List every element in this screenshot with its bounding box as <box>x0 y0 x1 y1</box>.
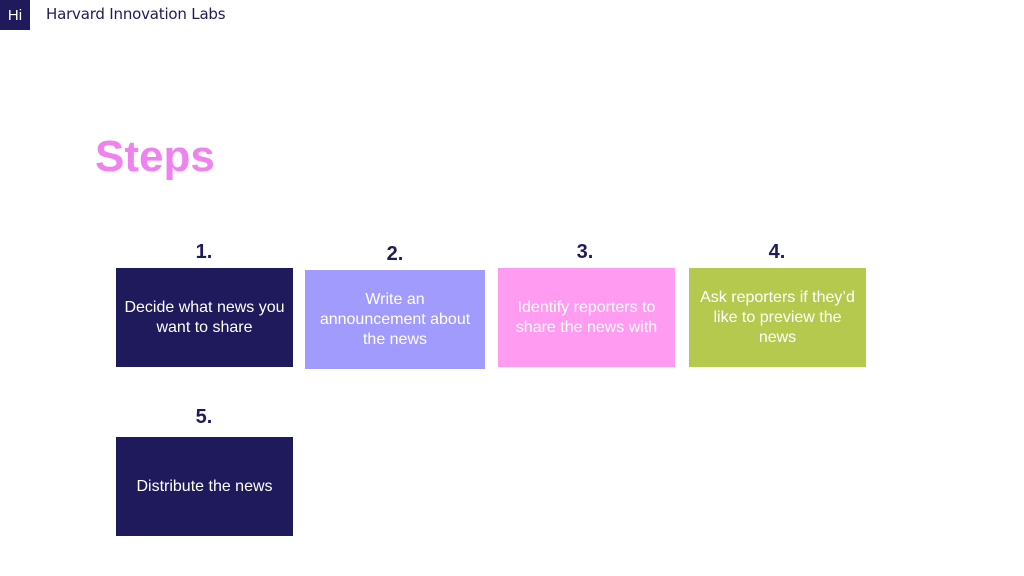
step-2-box: Write an announcement about the news <box>305 270 485 369</box>
step-1-number: 1. <box>195 241 213 263</box>
step-3-number: 3. <box>576 241 594 263</box>
page-title: Steps <box>95 132 215 181</box>
step-1-text: Decide what news you want to share <box>124 298 285 336</box>
step-2-number: 2. <box>386 243 404 265</box>
step-4-box: Ask reporters if they’d like to preview … <box>689 268 866 367</box>
step-3-text: Identify reporters to share the news wit… <box>515 298 658 336</box>
step-2-text: Write an announcement about the news <box>319 290 471 348</box>
step-5-number: 5. <box>195 406 213 428</box>
step-3-box: Identify reporters to share the news wit… <box>498 268 675 367</box>
logo-badge: Hi <box>0 0 30 30</box>
step-5-text: Distribute the news <box>136 477 273 495</box>
step-5-box: Distribute the news <box>116 437 293 536</box>
step-4-text: Ask reporters if they’d like to preview … <box>700 288 855 346</box>
org-name: Harvard Innovation Labs <box>46 5 226 23</box>
step-1-box: Decide what news you want to share <box>116 268 293 367</box>
step-4-number: 4. <box>768 241 786 263</box>
